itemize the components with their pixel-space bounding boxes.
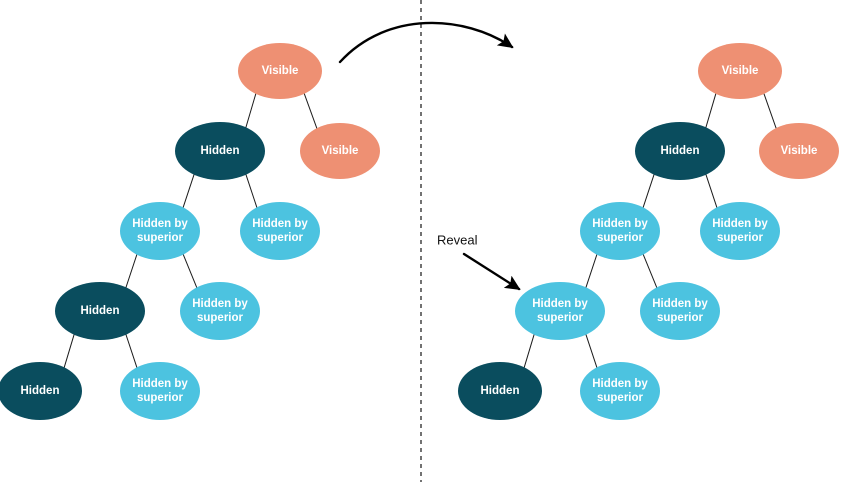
tree-edge — [63, 332, 76, 370]
tree-node-hidden[interactable]: Hidden — [635, 122, 725, 180]
tree-node-hidden[interactable]: Hidden — [175, 122, 265, 180]
tree-edge — [642, 172, 656, 210]
annotation-label: Reveal — [437, 232, 478, 247]
annotation-reveal-arrow: Reveal — [437, 232, 521, 291]
tree-node-visible[interactable]: Visible — [759, 123, 839, 179]
tree-node-visible[interactable]: Visible — [698, 43, 782, 99]
tree-edge — [124, 332, 138, 370]
tree-node-hidden[interactable]: Hidden — [0, 362, 82, 420]
tree-edge — [642, 252, 658, 290]
tree-edge — [182, 252, 198, 290]
tree-node-hidden[interactable]: Hidden — [55, 282, 145, 340]
tree-edge — [704, 91, 717, 130]
tree-edge — [523, 332, 536, 370]
tree-edge — [704, 172, 718, 210]
annotations-layer: Reveal — [338, 21, 521, 291]
tree-edge — [303, 91, 318, 131]
tree-node-visible[interactable]: Visible — [300, 123, 380, 179]
tree-edge — [762, 92, 778, 130]
tree-edge — [182, 172, 196, 210]
reveal-arrow-icon — [462, 252, 521, 291]
edges-layer — [63, 91, 778, 370]
transform-arrow-icon — [338, 21, 514, 64]
tree-edge — [584, 332, 598, 370]
annotation-transform-arrow — [338, 21, 514, 64]
tree-edge — [124, 252, 138, 290]
tree-edge — [584, 252, 598, 290]
tree-node-visible[interactable]: Visible — [238, 43, 322, 99]
tree-edge — [244, 91, 257, 130]
tree-node-hidden[interactable]: Hidden — [458, 362, 542, 420]
tree-edge — [244, 172, 258, 210]
